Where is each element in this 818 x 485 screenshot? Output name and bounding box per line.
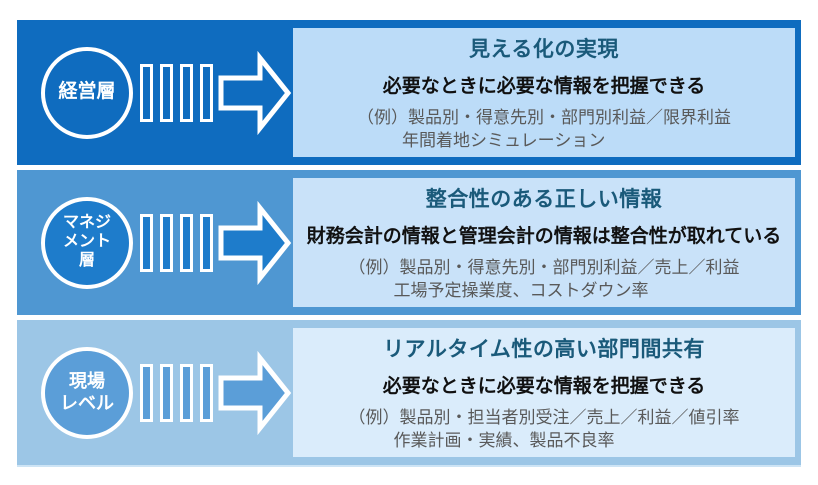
flow-graphic: 経営層 [17, 46, 293, 139]
flow-bars [140, 63, 213, 122]
flow-arrow-icon [218, 350, 292, 435]
level-label: 経営層 [58, 81, 115, 103]
flow-arrow-icon [218, 200, 292, 285]
flow-bar [180, 363, 193, 422]
level-circle: マネジ メント 層 [41, 196, 133, 289]
example-block: （例）製品別・担当者別受注／売上／利益／値引率 作業計画・実績、製品不良率 [301, 407, 787, 453]
info-box: 整合性のある正しい情報 財務会計の情報と管理会計の情報は整合性が取れている （例… [293, 178, 795, 307]
level-label-line: 層 [78, 251, 95, 269]
level-label-line: メント [62, 233, 111, 251]
row-frontline-level: 現場 レベル リアルタイム性の高い部門間共有 必要なときに必要な情報を把握できる… [17, 320, 801, 467]
example-line-2: 年間着地シミュレーション [402, 130, 606, 150]
box-subtitle: 財務会計の情報と管理会計の情報は整合性が取れている [306, 225, 782, 247]
box-subtitle: 必要なときに必要な情報を把握できる [382, 75, 706, 97]
level-label-line: レベル [60, 392, 114, 413]
flow-bar [140, 363, 153, 422]
level-label-line: 現場 [69, 371, 105, 392]
level-label-line: マネジ [62, 214, 111, 232]
info-box: リアルタイム性の高い部門間共有 必要なときに必要な情報を把握できる （例）製品別… [293, 328, 795, 457]
flow-graphic: マネジ メント 層 [17, 196, 293, 289]
flow-bar [200, 63, 213, 122]
example-line-2: 工場予定操業度、コストダウン率 [393, 280, 649, 300]
example-block: （例）製品別・得意先別・部門別利益／限界利益 年間着地シミュレーション [301, 107, 787, 153]
example-block: （例）製品別・得意先別・部門別利益／売上／利益 工場予定操業度、コストダウン率 [301, 257, 787, 303]
flow-graphic: 現場 レベル [17, 346, 293, 439]
level-label: マネジ メント 層 [63, 214, 111, 271]
flow-bars [140, 213, 213, 272]
level-circle: 経営層 [41, 46, 133, 139]
flow-bar [140, 63, 153, 122]
example-line-2: 作業計画・実績、製品不良率 [393, 430, 615, 450]
flow-bar [160, 213, 173, 272]
example-line-1: （例）製品別・担当者別受注／売上／利益／値引率 [348, 407, 740, 427]
flow-bar [160, 63, 173, 122]
box-title: リアルタイム性の高い部門間共有 [383, 337, 705, 361]
box-subtitle: 必要なときに必要な情報を把握できる [382, 375, 706, 397]
row-executive-layer: 経営層 見える化の実現 必要なときに必要な情報を把握できる （例）製品別・得意先… [17, 20, 801, 165]
example-line-1: （例）製品別・得意先別・部門別利益／限界利益 [357, 107, 731, 127]
flow-bar [140, 213, 153, 272]
box-title: 見える化の実現 [469, 37, 619, 61]
flow-bar [200, 213, 213, 272]
example-line-1: （例）製品別・得意先別・部門別利益／売上／利益 [348, 257, 740, 277]
info-box: 見える化の実現 必要なときに必要な情報を把握できる （例）製品別・得意先別・部門… [293, 28, 795, 157]
flow-bar [180, 63, 193, 122]
level-circle: 現場 レベル [41, 346, 133, 439]
box-title: 整合性のある正しい情報 [425, 187, 663, 211]
flow-bar [180, 213, 193, 272]
flow-arrow-icon [218, 50, 292, 135]
level-label: 現場 レベル [60, 371, 114, 413]
flow-bar [200, 363, 213, 422]
flow-bars [140, 363, 213, 422]
level-label-line: 経営層 [58, 81, 116, 103]
row-management-layer: マネジ メント 層 整合性のある正しい情報 財務会計の情報と管理会計の情報は整合… [17, 170, 801, 315]
flow-bar [160, 363, 173, 422]
